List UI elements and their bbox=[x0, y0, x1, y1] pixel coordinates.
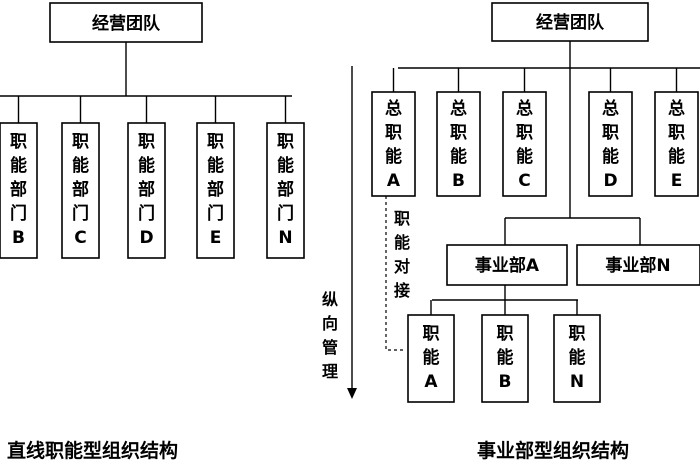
left-department-char: C bbox=[74, 228, 86, 248]
division-a-label: 事业部A bbox=[475, 255, 540, 276]
division-function-box bbox=[407, 314, 455, 403]
general-function-char: 职 bbox=[602, 123, 619, 143]
general-function-char: 总 bbox=[385, 98, 402, 119]
left-top-label: 经营团队 bbox=[92, 13, 161, 34]
general-function-char: 能 bbox=[385, 146, 402, 167]
liaison-label-char: 对 bbox=[394, 257, 410, 276]
left-department-box bbox=[266, 122, 305, 259]
vertical-management-char: 管 bbox=[322, 338, 338, 357]
left-department-char: E bbox=[210, 228, 222, 248]
general-function-char: C bbox=[518, 171, 530, 191]
left-department-char: 职 bbox=[72, 132, 89, 152]
right-top-label: 经营团队 bbox=[536, 12, 605, 33]
left-department-char: 部 bbox=[277, 179, 294, 200]
division-function-char: 职 bbox=[423, 324, 440, 344]
left-department-char: 能 bbox=[207, 155, 224, 176]
left-department-char: 门 bbox=[10, 203, 27, 224]
general-function-char: 能 bbox=[668, 146, 685, 167]
left-department-char: B bbox=[12, 228, 25, 248]
left-department-char: N bbox=[278, 228, 292, 248]
general-function-char: 能 bbox=[516, 146, 533, 167]
left-department-char: 门 bbox=[207, 203, 224, 224]
general-function-char: 能 bbox=[450, 146, 467, 167]
general-function-char: 职 bbox=[385, 123, 402, 143]
division-function-box bbox=[481, 314, 529, 403]
division-n-label: 事业部N bbox=[605, 255, 670, 276]
general-function-char: B bbox=[452, 171, 465, 191]
left-department-char: 能 bbox=[138, 155, 155, 176]
division-function-char: 能 bbox=[497, 347, 514, 368]
division-function-char: 职 bbox=[497, 324, 514, 344]
left-department-char: 部 bbox=[207, 179, 224, 200]
left-department-char: 职 bbox=[138, 132, 155, 152]
division-n-box bbox=[576, 244, 700, 286]
general-function-char: 职 bbox=[516, 123, 533, 143]
division-function-char: 能 bbox=[423, 347, 440, 368]
general-function-char: 能 bbox=[602, 146, 619, 167]
liaison-label-char: 职 bbox=[394, 209, 410, 228]
liaison-label-char: 能 bbox=[394, 233, 410, 252]
left-department-char: 职 bbox=[277, 132, 294, 152]
general-function-char: 总 bbox=[516, 98, 533, 119]
left-department-char: 部 bbox=[138, 179, 155, 200]
general-function-char: 总 bbox=[668, 98, 685, 119]
division-function-char: N bbox=[570, 372, 584, 392]
left-department-char: D bbox=[139, 228, 153, 248]
general-function-char: E bbox=[671, 171, 683, 191]
general-function-char: D bbox=[603, 171, 617, 191]
right-caption: 事业部型组织结构 bbox=[477, 439, 629, 462]
left-department-box bbox=[61, 122, 100, 259]
left-department-box bbox=[196, 122, 235, 259]
right-top-box bbox=[491, 2, 649, 42]
vertical-management-arrowhead bbox=[347, 388, 357, 399]
left-department-char: 部 bbox=[10, 179, 27, 200]
general-function-box bbox=[371, 91, 416, 197]
left-top-box bbox=[49, 2, 203, 43]
general-function-box bbox=[436, 91, 481, 197]
left-department-char: 门 bbox=[277, 203, 294, 224]
vertical-management-char: 向 bbox=[322, 314, 338, 333]
division-function-char: 职 bbox=[569, 324, 586, 344]
liaison-label-char: 接 bbox=[394, 281, 410, 300]
left-department-char: 职 bbox=[207, 132, 224, 152]
left-department-char: 能 bbox=[10, 155, 27, 176]
vertical-management-char: 纵 bbox=[322, 290, 338, 309]
general-function-char: 职 bbox=[668, 123, 685, 143]
division-function-char: 能 bbox=[569, 347, 586, 368]
left-department-char: 门 bbox=[138, 203, 155, 224]
general-function-box bbox=[654, 91, 699, 197]
division-function-box bbox=[553, 314, 601, 403]
division-function-char: B bbox=[499, 372, 512, 392]
left-department-box bbox=[0, 122, 38, 259]
left-department-char: 门 bbox=[72, 203, 89, 224]
general-function-box bbox=[502, 91, 547, 197]
division-function-char: A bbox=[424, 372, 438, 392]
general-function-char: 总 bbox=[602, 98, 619, 119]
vertical-management-char: 理 bbox=[322, 362, 338, 381]
left-caption: 直线职能型组织结构 bbox=[7, 439, 178, 462]
division-a-box bbox=[446, 244, 568, 286]
left-department-char: 能 bbox=[72, 155, 89, 176]
general-function-char: 总 bbox=[450, 98, 467, 119]
general-function-box bbox=[588, 91, 633, 197]
left-department-char: 能 bbox=[277, 155, 294, 176]
general-function-char: 职 bbox=[450, 123, 467, 143]
left-department-box bbox=[127, 122, 166, 259]
general-function-char: A bbox=[387, 171, 401, 191]
left-department-char: 部 bbox=[72, 179, 89, 200]
left-department-char: 职 bbox=[10, 132, 27, 152]
